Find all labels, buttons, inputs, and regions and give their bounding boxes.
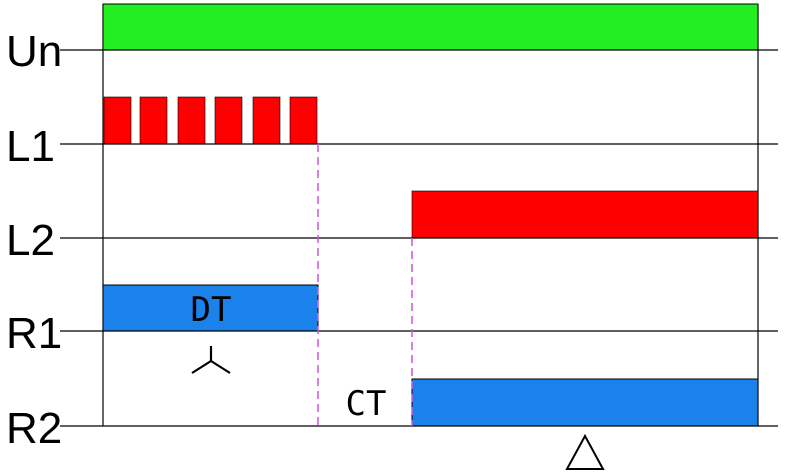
dt-label: DT (191, 290, 232, 330)
row-label-l1: L1 (6, 122, 55, 171)
l1-pulse (214, 96, 243, 145)
l1-pulse (289, 96, 318, 145)
l1-pulse (139, 96, 168, 145)
l2-load-bar (411, 190, 759, 239)
l1-pulse-group (103, 96, 318, 145)
row-label-l2: L2 (6, 216, 55, 265)
star-wye-connection-icon (191, 346, 231, 374)
un-supply-bar (102, 3, 759, 51)
row-label-r2: R2 (6, 404, 62, 453)
delta-connection-icon (565, 433, 605, 470)
r2-relay-bar (411, 378, 759, 427)
row-label-un: Un (6, 27, 62, 76)
l1-pulse (177, 96, 206, 145)
l1-pulse (252, 96, 281, 145)
r1-relay-bar (102, 284, 319, 332)
row-label-r1: R1 (6, 309, 62, 358)
ct-label: CT (346, 384, 387, 424)
l1-pulse (103, 96, 132, 145)
